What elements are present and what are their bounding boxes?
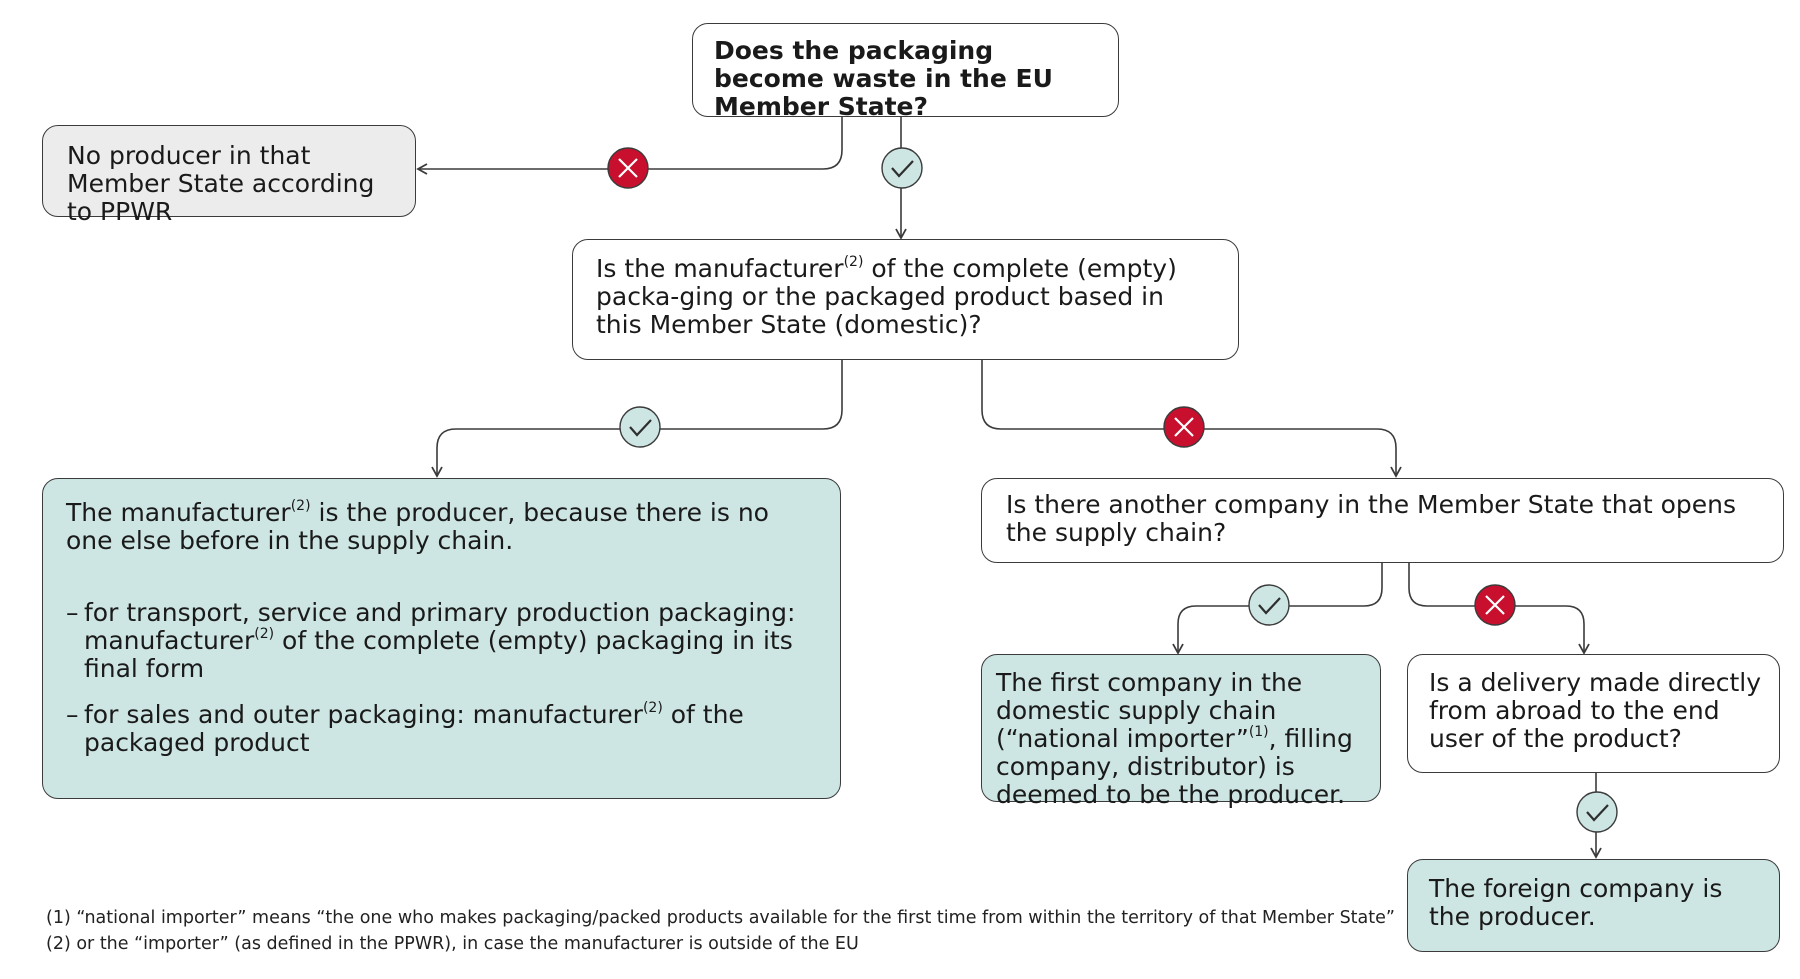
no-badge-waste — [607, 147, 649, 189]
bullet-transport-packaging: – for transport, service and primary pro… — [66, 598, 796, 683]
footnote-2: (2) or the “importer” (as defined in the… — [46, 934, 859, 954]
check-icon — [1586, 804, 1609, 822]
question-delivery-text: Is a delivery made directly from abroad … — [1429, 668, 1762, 753]
yes-badge-waste — [881, 147, 923, 189]
no-producer-text: No producer in that Member State accordi… — [67, 141, 375, 226]
check-icon — [891, 160, 914, 178]
yes-badge-delivery — [1576, 791, 1618, 833]
check-icon — [629, 419, 652, 437]
edge-waste-no — [416, 117, 843, 175]
foreign-company-box: The foreign company is the producer. — [1407, 859, 1780, 952]
question-waste-box: Does the packaging become waste in the E… — [692, 23, 1119, 121]
no-badge-manufacturer — [1163, 406, 1205, 448]
manufacturer-producer-intro: The manufacturer(2) is the producer, bec… — [66, 497, 769, 555]
question-delivery-box: Is a delivery made directly from abroad … — [1407, 654, 1780, 773]
first-company-text: The first company in the domestic supply… — [996, 668, 1353, 809]
cross-icon — [1485, 595, 1505, 615]
yes-badge-manufacturer — [619, 406, 661, 448]
question-another-company-text: Is there another company in the Member S… — [1006, 490, 1737, 547]
question-manufacturer-text: Is the manufacturer(2) of the complete (… — [596, 253, 1177, 339]
cross-icon — [618, 158, 638, 178]
foreign-company-text: The foreign company is the producer. — [1429, 874, 1723, 931]
no-badge-another — [1474, 584, 1516, 626]
question-waste-text: Does the packaging become waste in the E… — [714, 36, 1053, 121]
yes-badge-another — [1248, 584, 1290, 626]
check-icon — [1258, 597, 1281, 615]
bullet-sales-packaging: – for sales and outer packaging: manufac… — [66, 699, 744, 757]
question-another-company-box: Is there another company in the Member S… — [981, 478, 1784, 563]
cross-icon — [1174, 417, 1194, 437]
first-company-box: The first company in the domestic supply… — [981, 654, 1381, 809]
manufacturer-producer-box: The manufacturer(2) is the producer, bec… — [42, 478, 841, 799]
question-manufacturer-box: Is the manufacturer(2) of the complete (… — [572, 239, 1239, 360]
no-producer-box: No producer in that Member State accordi… — [42, 125, 416, 226]
footnote-1: (1) “national importer” means “the one w… — [46, 908, 1395, 928]
